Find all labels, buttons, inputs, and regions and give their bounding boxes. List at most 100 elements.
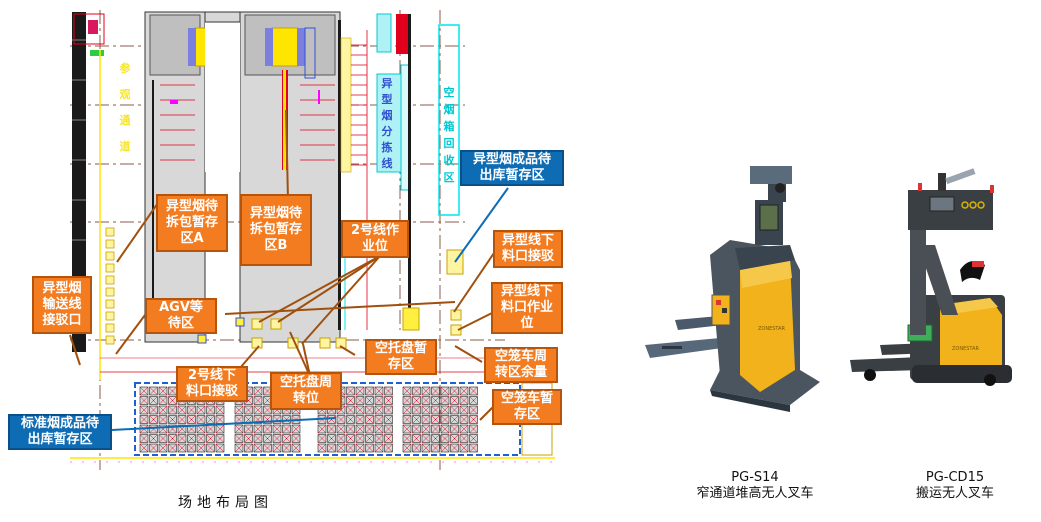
rack-cell-cross [253,396,263,405]
rack-cell-cross [431,424,440,434]
rack-cell-cross [450,424,459,434]
rack-cell-cross [355,396,365,405]
rack-cell-cross [139,405,149,415]
rack-cell-cross [450,405,459,415]
rack-cell-cross [215,443,225,453]
rack-cell-cross [206,434,215,443]
rack-cell-cross [374,434,384,443]
rack-cell-cross [459,434,469,443]
product-pg-cd15-caption: PG-CD15 搬运无人叉车 [890,470,1020,502]
callout-special-line-discharge-work: 异型线下 料口作业 位 [491,282,563,334]
rack-cell-cross [365,405,374,415]
rack-cell-cross [440,443,450,453]
rack-cell-cross [206,415,215,424]
rack-cell-cross [215,405,225,415]
product-pg-s14-caption: PG-S14 窄通道堆高无人叉车 [670,470,840,502]
rack-cell-cross [374,405,384,415]
rack-cell-cross [402,443,412,453]
rack-cell-cross [402,415,412,424]
rack-cell-cross [215,434,225,443]
rack-cell-cross [459,396,469,405]
product-model: PG-S14 [731,470,779,485]
left-conveyor [72,12,105,352]
rack-cell-cross [459,415,469,424]
rack-cell-cross [374,386,384,396]
product-description: 窄通道堆高无人叉车 [696,486,814,501]
rack-cell-cross [317,443,327,453]
callout-special-waiting-unpack-b: 异型烟待 拆包暂存 区B [240,194,312,266]
rack-cell-cross [421,415,431,424]
rack-cell-cross [421,434,431,443]
rack-cell-cross [365,424,374,434]
rack-cell-cross [450,386,459,396]
rack-cell-cross [327,434,336,443]
rack-cell-cross [158,405,168,415]
rack-cell-cross [384,434,393,443]
rack-cell-cross [168,434,177,443]
rack-cell-cross [469,424,478,434]
rack-cell-cross [168,396,177,405]
rack-cell-cross [459,386,469,396]
rack-cell-cross [440,396,450,405]
callout-agv-waiting-area: AGV等 待区 [145,298,217,334]
rack-cell-cross [346,443,355,453]
rack-cell-cross [412,396,421,405]
rack-cell-cross [139,386,149,396]
svg-text:ZONESTAR: ZONESTAR [758,326,786,332]
rack-cell-cross [263,424,272,434]
callout-empty-pallet-storage: 空托盘暂 存区 [365,339,437,375]
rack-cell-cross [187,443,196,453]
rack-cell-cross [365,415,374,424]
rack-cell-cross [469,405,478,415]
rack-cell-cross [272,443,282,453]
rack-cell-cross [346,386,355,396]
special-sort-line [376,13,411,314]
callout-special-finished-outbound: 异型烟成品待 出库暂存区 [460,150,564,186]
rack-cell-cross [440,386,450,396]
rack-cell-cross [158,396,168,405]
rack-cell-cross [431,405,440,415]
narrow-aisle-forklift-icon: ZONESTAR [645,166,820,412]
rack-cell-cross [168,386,177,396]
product-pg-s14-image: ZONESTAR [640,160,830,430]
rack-cell-cross [412,386,421,396]
rack-cell-cross [431,434,440,443]
rack-cell-cross [346,396,355,405]
rack-cell-cross [440,424,450,434]
rack-cell-cross [384,386,393,396]
callout-empty-cage-turnover-surplus: 空笼车周 转区余量 [484,347,558,383]
rack-cell-cross [149,415,158,424]
line-b-pallet-column [340,37,352,173]
rack-cell-cross [158,443,168,453]
rack-cell-cross [244,424,253,434]
rack-cell-cross [253,434,263,443]
rack-cell-cross [459,424,469,434]
callout-empty-pallet-turnover: 空托盘周 转位 [270,372,342,410]
rack-cell-cross [374,415,384,424]
rack-cell-cross [139,415,149,424]
rack-cell-cross [402,424,412,434]
rack-cell-cross [355,386,365,396]
rack-cell-cross [317,434,327,443]
rack-cell-cross [469,396,478,405]
rack-cell-cross [168,415,177,424]
rack-cell-cross [355,443,365,453]
rack-cell-cross [253,443,263,453]
rack-cell-cross [384,415,393,424]
callout-special-line-discharge-dock: 异型线下 料口接驳 [493,230,563,268]
rack-cell-cross [459,443,469,453]
rack-cell-cross [177,405,187,415]
cad-floor-plan [69,10,555,470]
rack-cell-cross [384,424,393,434]
rack-cell-cross [402,434,412,443]
rack-cell-cross [282,443,291,453]
rack-cell-cross [450,415,459,424]
rack-cell-cross [196,415,206,424]
product-model: PG-CD15 [925,470,985,485]
rack-cell-cross [346,434,355,443]
rack-cell-cross [421,386,431,396]
production-line-b [239,11,341,343]
rack-cell-cross [244,443,253,453]
rack-cell-cross [187,434,196,443]
rack-cell-cross [421,443,431,453]
